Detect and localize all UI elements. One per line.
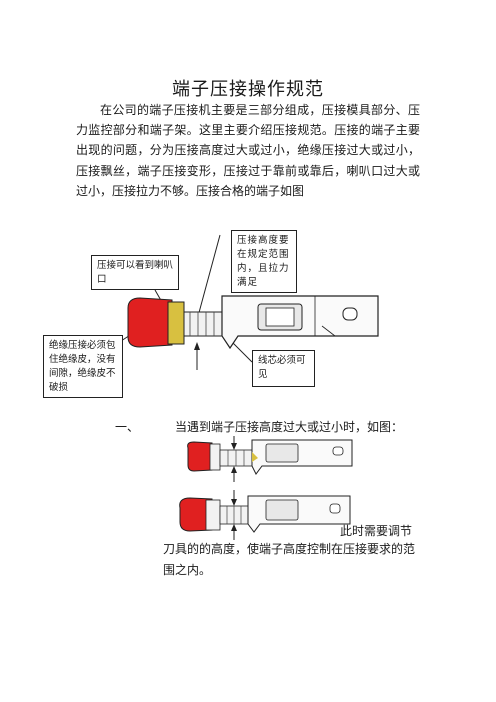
page-title: 端子压接操作规范: [172, 79, 324, 100]
terminal-too-low: [179, 490, 351, 540]
intro-paragraph: 在公司的端子压接机主要是三部分组成，压接模具部分、压力监控部分和端子架。这里主要…: [76, 103, 420, 198]
section-text: 当遇到端子压接高度过大或过小时，如图：: [175, 420, 404, 434]
callout-insulation: 绝缘压接必须包住绝缘皮，没有间隙，绝缘皮不破损: [43, 335, 123, 398]
terminal-too-high: [187, 436, 353, 482]
callout-bellmouth: 压接可以看到喇叭口: [91, 255, 179, 290]
callout-core-visible: 线芯必须可见: [252, 350, 315, 387]
section-number: 一、: [115, 420, 140, 434]
section-tail-text: 刀具的的高度，使端子高度控制在压接要求的范围之内。: [163, 542, 416, 577]
callout-crimp-height: 压接高度要在规定范围内，且拉力满足: [231, 230, 297, 293]
section-tail-line1: 此时需要调节: [340, 524, 413, 538]
